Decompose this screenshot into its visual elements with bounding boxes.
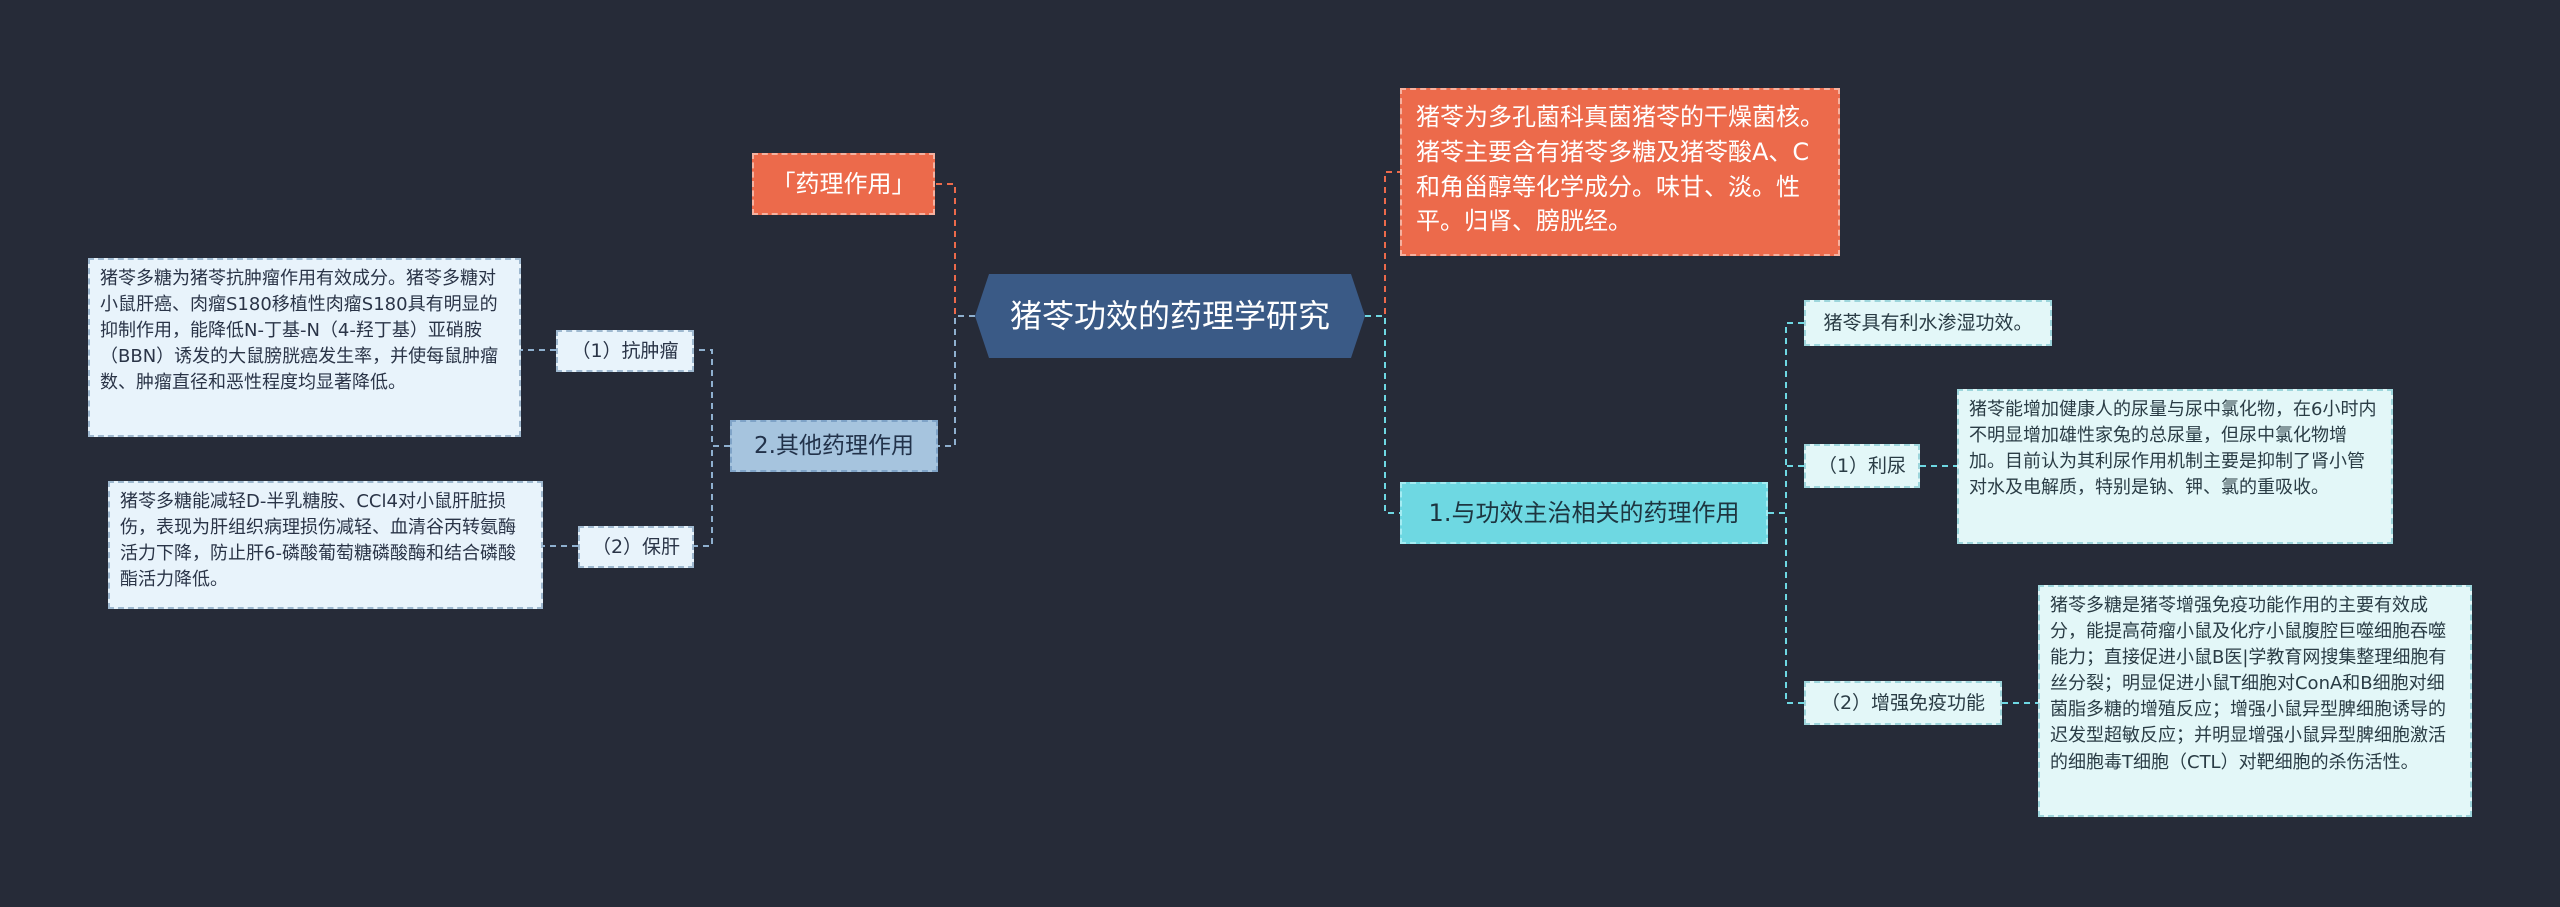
link-main-note (1768, 322, 1804, 514)
detail-antitumor[interactable]: 猪苓多糖为猪苓抗肿瘤作用有效成分。猪苓多糖对小鼠肝癌、肉瘤S180移植性肉瘤S1… (88, 258, 521, 437)
link-main-immunity (1768, 512, 1804, 704)
note-diuresis-effect[interactable]: 猪苓具有利水渗湿功效。 (1804, 300, 2052, 346)
link-center-pharmacology (935, 183, 975, 317)
link-center-other (938, 315, 975, 447)
link-center-intro (1365, 171, 1400, 317)
intro-description[interactable]: 猪苓为多孔菌科真菌猪苓的干燥菌核。猪苓主要含有猪苓多糖及猪苓酸A、C和角甾醇等化… (1400, 88, 1840, 256)
detail-diuresis[interactable]: 猪苓能增加健康人的尿量与尿中氯化物，在6小时内不明显增加雄性家兔的总尿量，但尿中… (1957, 389, 2393, 544)
link-other-liver (694, 445, 730, 547)
subtopic-liver-protection[interactable]: （2）保肝 (578, 526, 694, 568)
subtopic-diuresis[interactable]: （1）利尿 (1804, 444, 1920, 488)
branch-main-pharmacology[interactable]: 1.与功效主治相关的药理作用 (1400, 482, 1768, 544)
link-main-diuresis (1768, 465, 1804, 514)
link-other-antitumor (694, 349, 730, 447)
subtopic-antitumor[interactable]: （1）抗肿瘤 (556, 330, 694, 372)
branch-pharmacology[interactable]: 「药理作用」 (752, 153, 935, 215)
center-topic[interactable]: 猪苓功效的药理学研究 (975, 274, 1365, 358)
branch-other-pharmacology[interactable]: 2.其他药理作用 (730, 420, 938, 472)
link-center-main (1365, 315, 1400, 514)
detail-immunity[interactable]: 猪苓多糖是猪苓增强免疫功能作用的主要有效成分，能提高荷瘤小鼠及化疗小鼠腹腔巨噬细… (2038, 585, 2472, 817)
detail-liver-protection[interactable]: 猪苓多糖能减轻D-半乳糖胺、CCl4对小鼠肝脏损伤，表现为肝组织病理损伤减轻、血… (108, 481, 543, 609)
subtopic-immunity[interactable]: （2）增强免疫功能 (1804, 681, 2002, 725)
